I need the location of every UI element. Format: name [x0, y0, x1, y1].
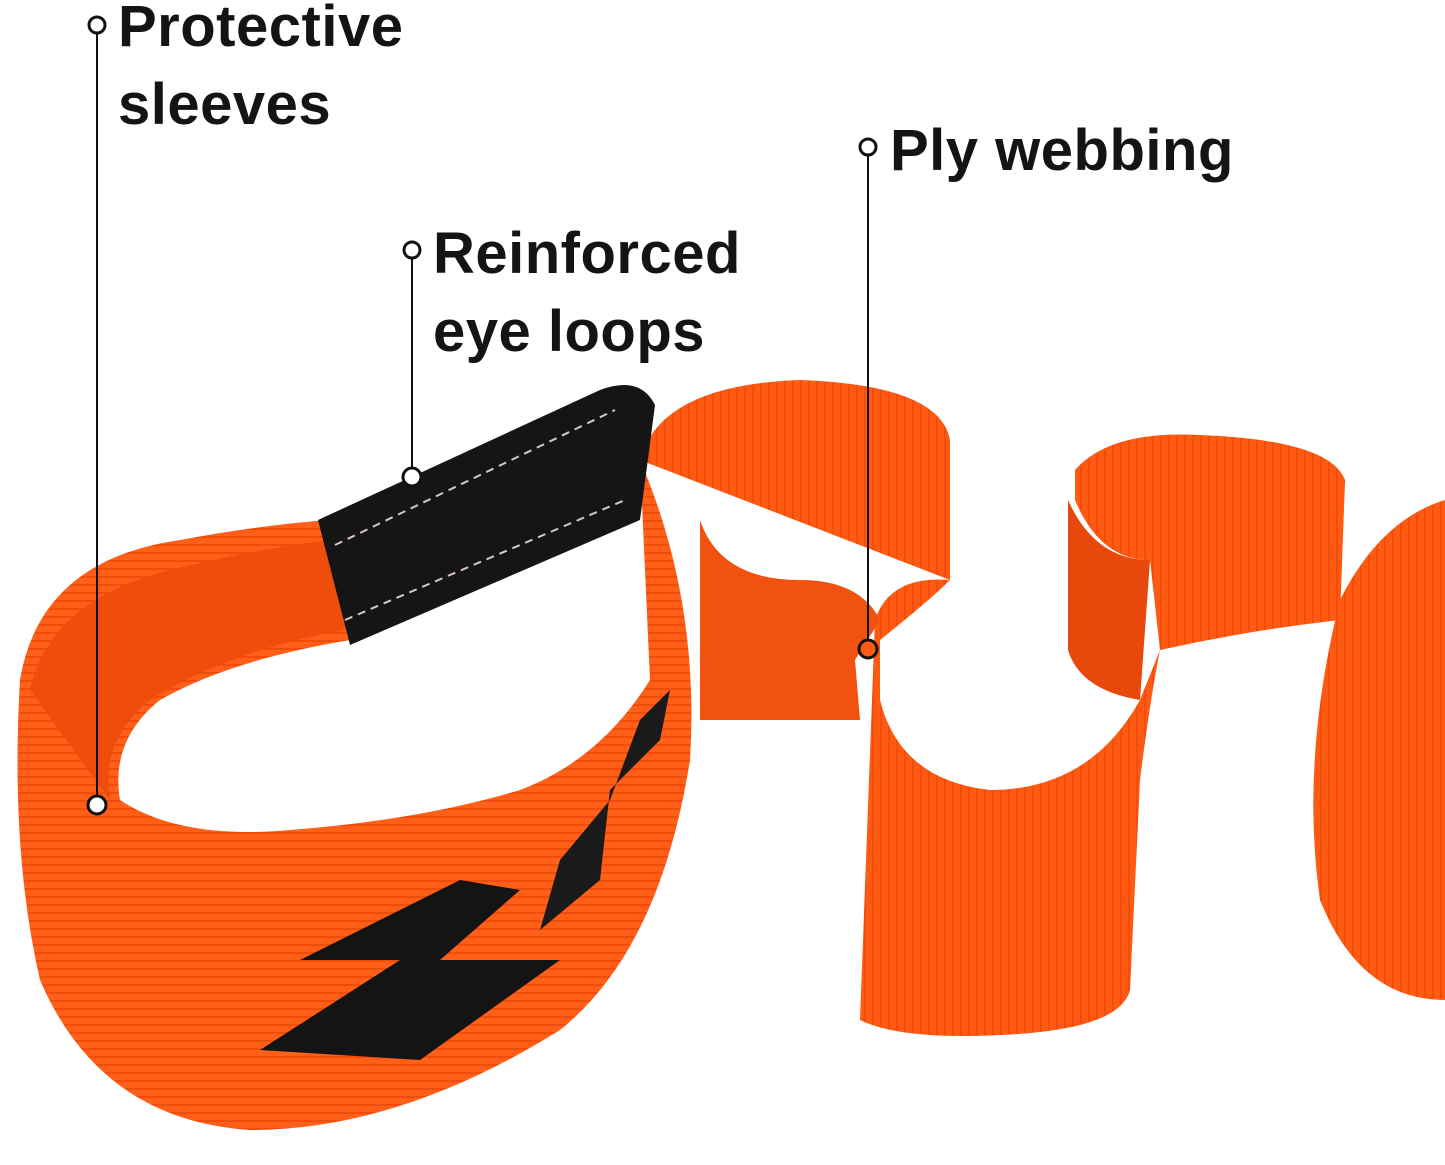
strap-eye-loop-inner — [30, 540, 345, 800]
callout-line: Ply webbing — [890, 118, 1234, 183]
callout-line: Protective — [118, 0, 404, 59]
callout-dot-icon — [87, 15, 107, 35]
callout-dot-icon — [86, 794, 108, 816]
strap-fold-inner — [1068, 500, 1150, 700]
callout-line: eye loops — [433, 299, 706, 364]
sleeve-stitching — [334, 409, 626, 621]
sumo-logo — [260, 880, 560, 1060]
callout-ply-webbing: Ply webbing — [890, 112, 1234, 190]
callout-line: Reinforced — [433, 221, 741, 286]
protective-sleeve — [318, 385, 655, 645]
callout-protective-sleeves: Protective sleeves — [118, 0, 403, 144]
callout-reinforced-eye-loops: Reinforced eye loops — [433, 215, 741, 371]
callout-dot-icon — [858, 137, 878, 157]
strap-wave — [640, 380, 1160, 1036]
strap-fold-right — [1075, 434, 1345, 650]
callout-dot-icon — [857, 638, 879, 660]
strap-wave-back — [700, 520, 880, 720]
callout-dot-icon — [402, 240, 422, 260]
callout-line: sleeves — [118, 72, 332, 137]
callout-dot-icon — [401, 466, 423, 488]
sumo-logo-letters — [540, 690, 670, 930]
strap-coil — [1313, 500, 1445, 1000]
